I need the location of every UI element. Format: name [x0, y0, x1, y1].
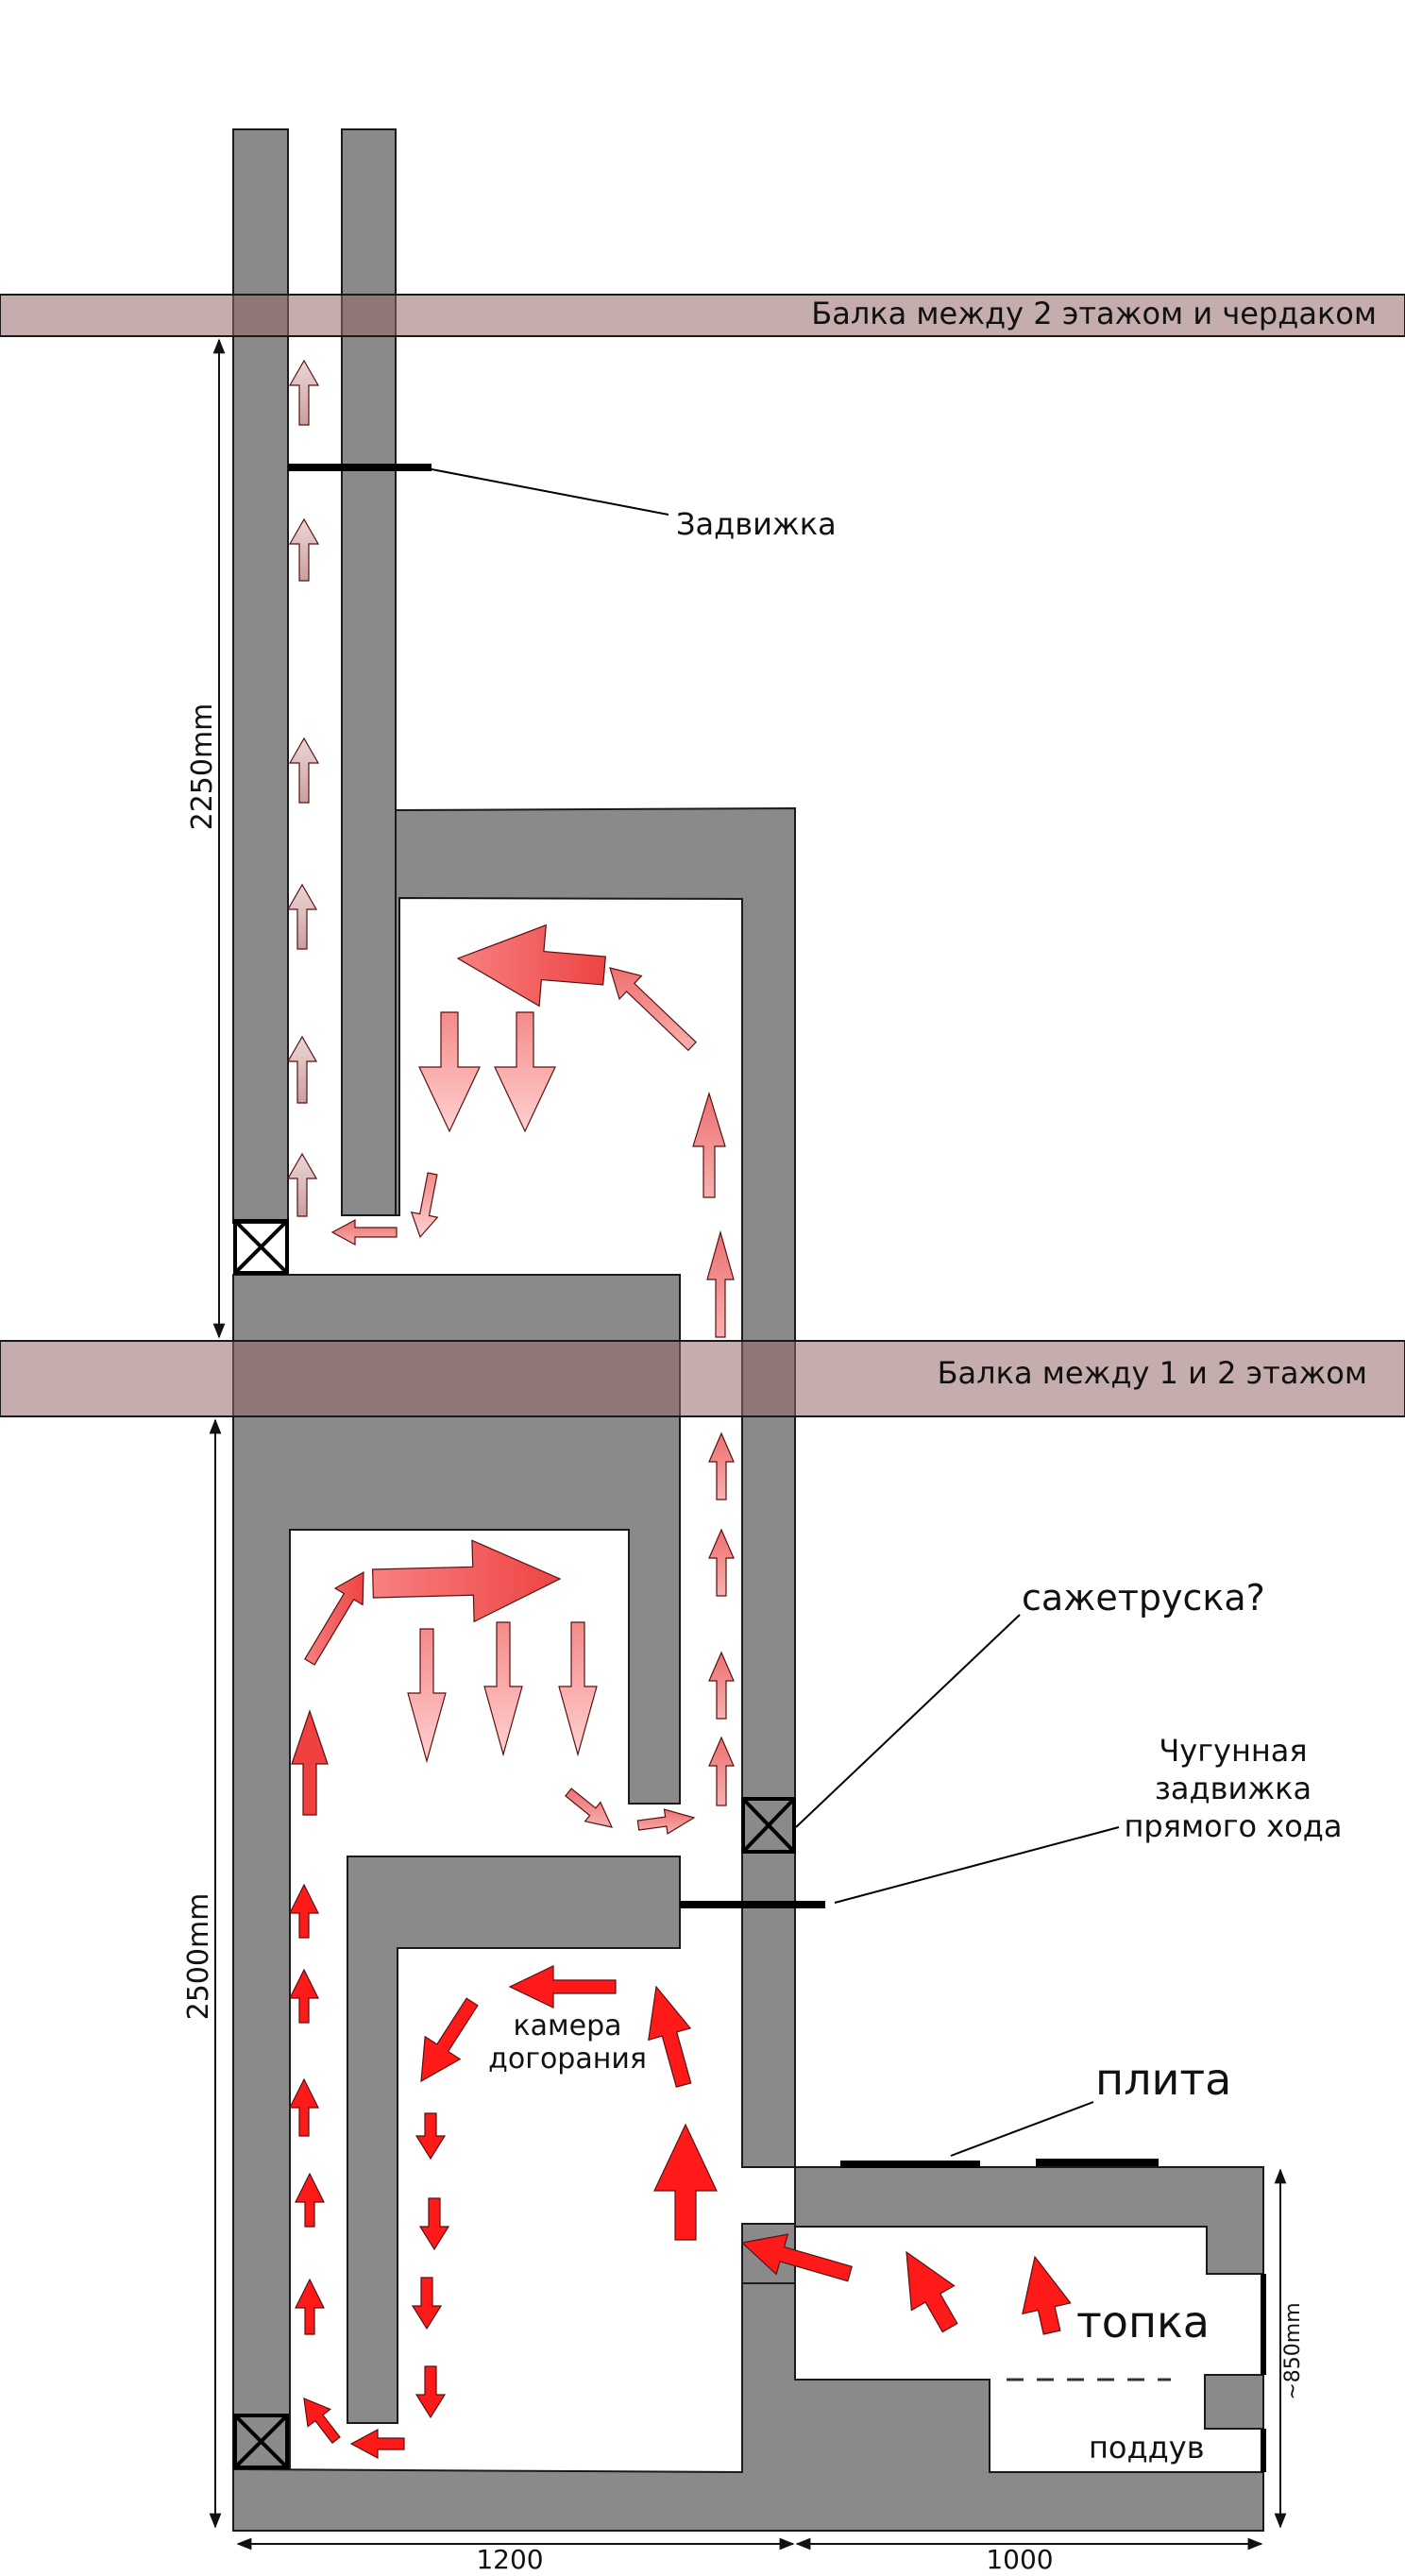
flow-arrow	[418, 1011, 481, 1133]
flow-arrow	[349, 2428, 405, 2460]
stove-plate	[840, 2101, 1159, 2168]
flow-arrow	[1022, 2255, 1072, 2335]
soot-shaker-label: сажетруска?	[1022, 1577, 1265, 1618]
width-right-label: 1000	[986, 2544, 1053, 2575]
flow-arrow	[708, 1736, 735, 1806]
beam-attic	[0, 294, 1405, 337]
flow-arrow	[692, 1091, 726, 1198]
soot-shaker-icon	[741, 1614, 1021, 1854]
cast-iron-damper-label-2: задвижка	[1155, 1771, 1312, 1806]
flow-arrow	[295, 2172, 325, 2228]
flow-arrow	[636, 1808, 696, 1835]
chimney-right-wall	[341, 128, 397, 1216]
cleanout-upper-icon	[233, 1219, 289, 1275]
flow-arrow	[558, 1621, 598, 1757]
flow-arrow	[289, 1883, 319, 1939]
firebox-height-label: ~850mm	[1281, 2302, 1305, 2399]
beam-attic-label: Балка между 2 этажом и чердаком	[811, 296, 1377, 331]
flow-arrow	[288, 737, 320, 804]
firebox-label: топка	[1076, 2296, 1210, 2347]
flow-arrow	[415, 2112, 447, 2161]
flow-arrow	[288, 359, 320, 426]
flow-arrow	[418, 2197, 450, 2251]
damper-top: Задвижка	[288, 464, 837, 542]
dimension-width-right: 1000	[795, 2537, 1263, 2575]
gas-flow-arrows	[286, 359, 1072, 2460]
damper-label: Задвижка	[676, 506, 837, 542]
dimension-lower: 2500mm	[182, 1418, 222, 2529]
flow-arrow	[291, 1709, 329, 1816]
width-left-label: 1200	[476, 2544, 543, 2575]
flow-arrow	[609, 967, 697, 1052]
flow-arrow	[740, 2233, 853, 2282]
firebox-door-jamb	[1204, 2374, 1264, 2430]
afterburn-label-2: догорания	[488, 2042, 647, 2076]
flow-arrow	[483, 1621, 523, 1757]
cast-iron-damper-label-3: прямого хода	[1124, 1808, 1342, 1844]
dimension-width-left: 1200	[236, 2537, 795, 2575]
masonry-walls	[232, 128, 1264, 2532]
flow-arrow	[289, 2077, 319, 2137]
flow-arrow	[371, 1539, 562, 1623]
flow-arrow	[304, 1570, 364, 1666]
firebox-body	[742, 2166, 1264, 2275]
ashpit-label: поддув	[1089, 2430, 1205, 2466]
stove-plate-label: плита	[1095, 2054, 1231, 2105]
dimension-upper-label: 2250mm	[186, 703, 219, 831]
dimension-upper: 2250mm	[186, 338, 226, 1339]
flow-arrow	[411, 2277, 443, 2330]
chimney-left-wall	[232, 128, 289, 1224]
flow-arrow	[708, 1432, 735, 1500]
lower-inner-partition	[347, 1856, 681, 2424]
flow-arrow	[410, 1172, 439, 1239]
flow-arrow	[303, 2398, 341, 2444]
flow-arrow	[653, 2123, 718, 2241]
beam-floor-label: Балка между 1 и 2 этажом	[938, 1355, 1367, 1391]
flow-arrow	[407, 1628, 447, 1764]
flow-arrow	[295, 2278, 325, 2335]
flow-arrow	[286, 1035, 318, 1104]
dimension-lower-label: 2500mm	[182, 1893, 215, 2021]
flow-arrow	[289, 1968, 319, 2024]
cast-iron-damper-label-1: Чугунная	[1159, 1733, 1307, 1769]
flow-arrow	[706, 1229, 735, 1338]
dimension-firebox: ~850mm	[1274, 2168, 1305, 2529]
flow-arrow	[456, 924, 606, 1008]
flow-arrow	[286, 883, 318, 950]
afterburn-label-1: камера	[513, 2009, 621, 2042]
flow-arrow	[420, 1997, 479, 2083]
ashpit-floor-block	[232, 2282, 1264, 2532]
flow-arrow	[415, 2365, 447, 2419]
flow-arrow	[565, 1788, 614, 1828]
flow-arrow	[708, 1651, 735, 1720]
flow-arrow	[906, 2250, 958, 2333]
flow-arrow	[708, 1528, 735, 1597]
beam-floor	[0, 1340, 1405, 1417]
flow-arrow	[508, 1965, 617, 2008]
flow-arrow	[648, 1985, 692, 2088]
upper-chamber-shell	[395, 806, 796, 2168]
flow-arrow	[494, 1011, 556, 1133]
flow-arrow	[286, 1152, 318, 1217]
flow-arrow	[330, 1218, 398, 1246]
flow-arrow	[288, 517, 320, 582]
cleanout-bottom-icon	[233, 2414, 289, 2469]
cast-iron-damper	[680, 1826, 1120, 1908]
